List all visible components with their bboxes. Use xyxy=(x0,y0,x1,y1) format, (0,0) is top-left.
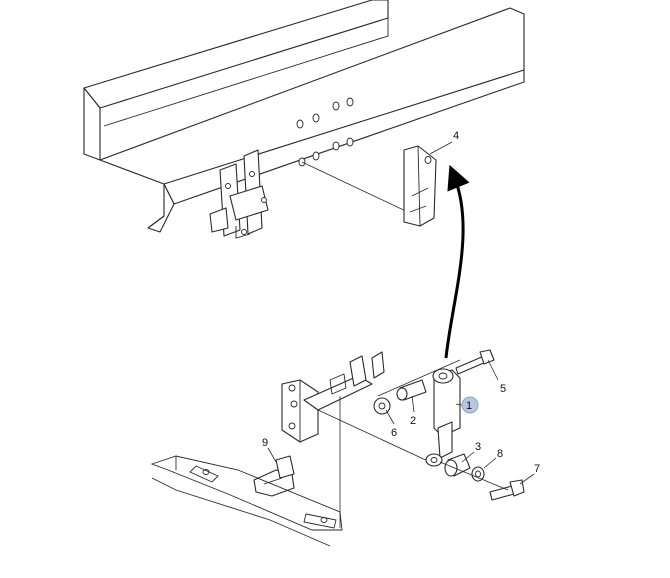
callout-leader-7 xyxy=(519,473,535,485)
callout-leader-6 xyxy=(385,409,395,425)
frame-hinge-bracket xyxy=(209,149,269,239)
clip-part-9 xyxy=(253,455,295,497)
callout-leader-8 xyxy=(483,457,497,469)
assembly-arrow xyxy=(444,164,470,359)
callout-leader-5 xyxy=(487,359,499,381)
leader-lower-bolt-axis xyxy=(439,461,509,491)
callout-1-highlight xyxy=(461,396,479,414)
leader-bolt-axis xyxy=(377,359,461,397)
callout-leader-4 xyxy=(429,141,453,155)
callout-label-9: 9 xyxy=(262,437,268,449)
callout-leader-2 xyxy=(411,395,415,413)
callout-label-5: 5 xyxy=(500,383,506,395)
bolt-part-5 xyxy=(455,349,495,375)
callout-label-1: 1 xyxy=(466,400,472,412)
callout-leader-3 xyxy=(461,451,475,463)
callout-label-2: 2 xyxy=(410,415,416,427)
leader-frame-to-bracket xyxy=(301,161,413,215)
bushing-part-2 xyxy=(396,379,427,401)
frame-rail xyxy=(83,0,525,233)
nut-part-6 xyxy=(373,397,391,415)
washer-part-8 xyxy=(471,466,485,482)
shock-absorber-part-1 xyxy=(425,368,461,467)
callout-label-3: 3 xyxy=(475,441,481,453)
leader-bracket-axis xyxy=(317,409,431,463)
upper-bracket-part-4 xyxy=(403,145,437,227)
callout-label-6: 6 xyxy=(391,427,397,439)
axle-plate xyxy=(150,455,343,547)
callout-label-8: 8 xyxy=(497,448,503,460)
callout-leader-9 xyxy=(267,447,277,463)
lower-axle-bracket xyxy=(281,351,385,443)
callout-label-4: 4 xyxy=(453,130,459,142)
callout-label-7: 7 xyxy=(534,463,540,475)
